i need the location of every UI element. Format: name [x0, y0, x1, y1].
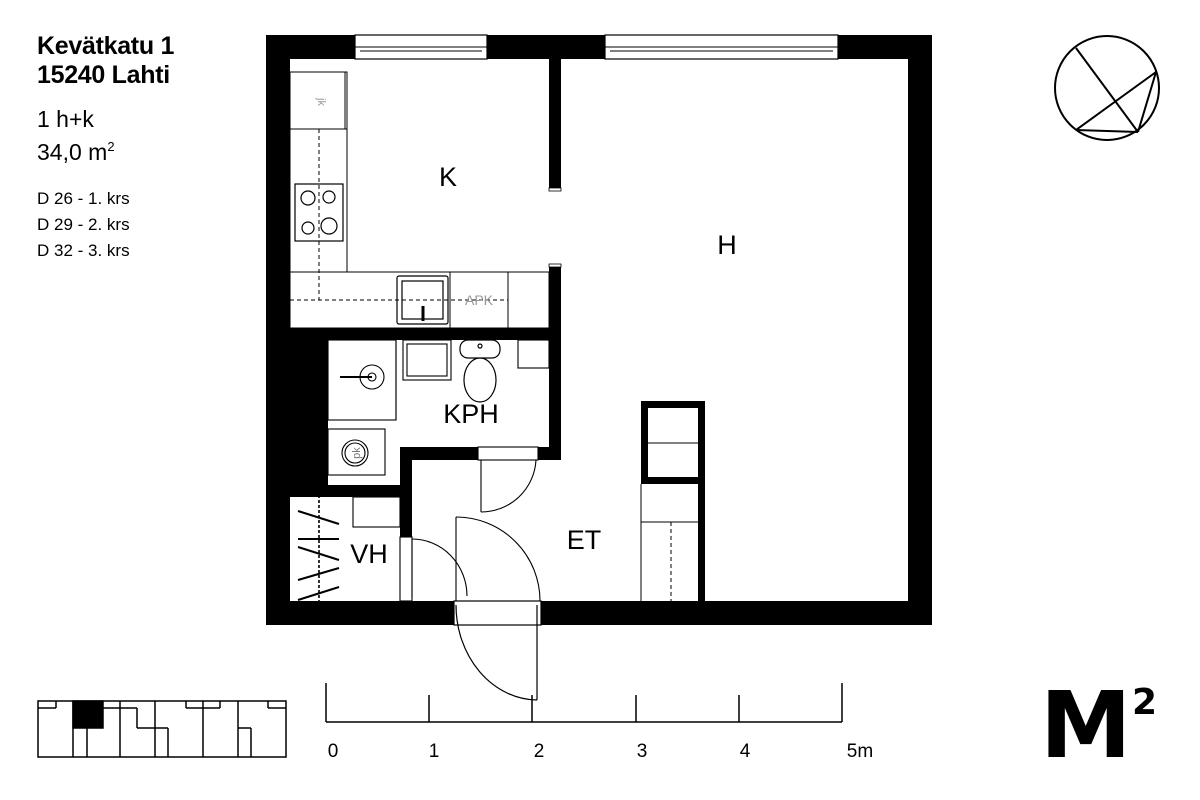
address-line-1: Kevätkatu 1 — [37, 32, 175, 60]
washer-label: pk — [351, 447, 363, 459]
dishwasher-label: APK — [465, 292, 494, 308]
fridge-label: jk — [315, 97, 327, 106]
scale-label: 1 — [429, 741, 440, 762]
closet-door — [399, 536, 468, 602]
area-unit-sup: 2 — [107, 139, 115, 154]
unit-item: D 32 - 3. krs — [37, 241, 130, 260]
north-arrow-compass-icon — [1054, 35, 1160, 141]
unit-item: D 29 - 2. krs — [37, 215, 130, 234]
stove-icon — [294, 183, 344, 242]
area-value: 34,0 m — [37, 139, 108, 165]
svg-text:M: M — [1040, 672, 1132, 779]
unit-list: D 26 - 1. krs D 29 - 2. krs D 32 - 3. kr… — [37, 186, 174, 264]
room-label-living: H — [717, 230, 737, 260]
entrance-door — [453, 600, 542, 701]
interior-walls — [290, 59, 705, 601]
building-key-plan — [37, 700, 287, 758]
scale-label: 0 — [328, 741, 339, 762]
apartment-type: 1 h+k — [37, 106, 94, 132]
unit-item: D 26 - 1. krs — [37, 189, 130, 208]
address-line-2: 15240 Lahti — [37, 61, 170, 89]
room-label-hall: ET — [567, 525, 602, 555]
bathroom-fixtures — [327, 339, 550, 476]
window — [604, 34, 839, 60]
scale-label: 5m — [847, 741, 873, 762]
room-label-bathroom: KPH — [443, 399, 499, 429]
scale-label: 2 — [534, 741, 545, 762]
apartment-area: 34,0 m2 — [37, 133, 174, 166]
bathroom-door — [477, 446, 539, 513]
hall-door — [455, 516, 541, 602]
kitchen-sink-icon — [396, 275, 449, 325]
apartment-info: Kevätkatu 1 15240 Lahti 1 h+k 34,0 m2 D … — [37, 32, 174, 264]
scale-bar — [325, 683, 843, 723]
scale-label: 4 — [740, 741, 751, 762]
m2-logo: M 2 — [1040, 672, 1157, 779]
room-label-closet: VH — [350, 539, 388, 569]
window — [354, 34, 488, 60]
wardrobe — [640, 442, 698, 601]
room-label-kitchen: K — [439, 162, 457, 192]
scale-label: 3 — [637, 741, 648, 762]
toilet-icon — [459, 339, 501, 403]
svg-text:2: 2 — [1132, 682, 1157, 723]
kitchen-counter — [289, 71, 550, 329]
closet-shelving — [297, 495, 401, 601]
